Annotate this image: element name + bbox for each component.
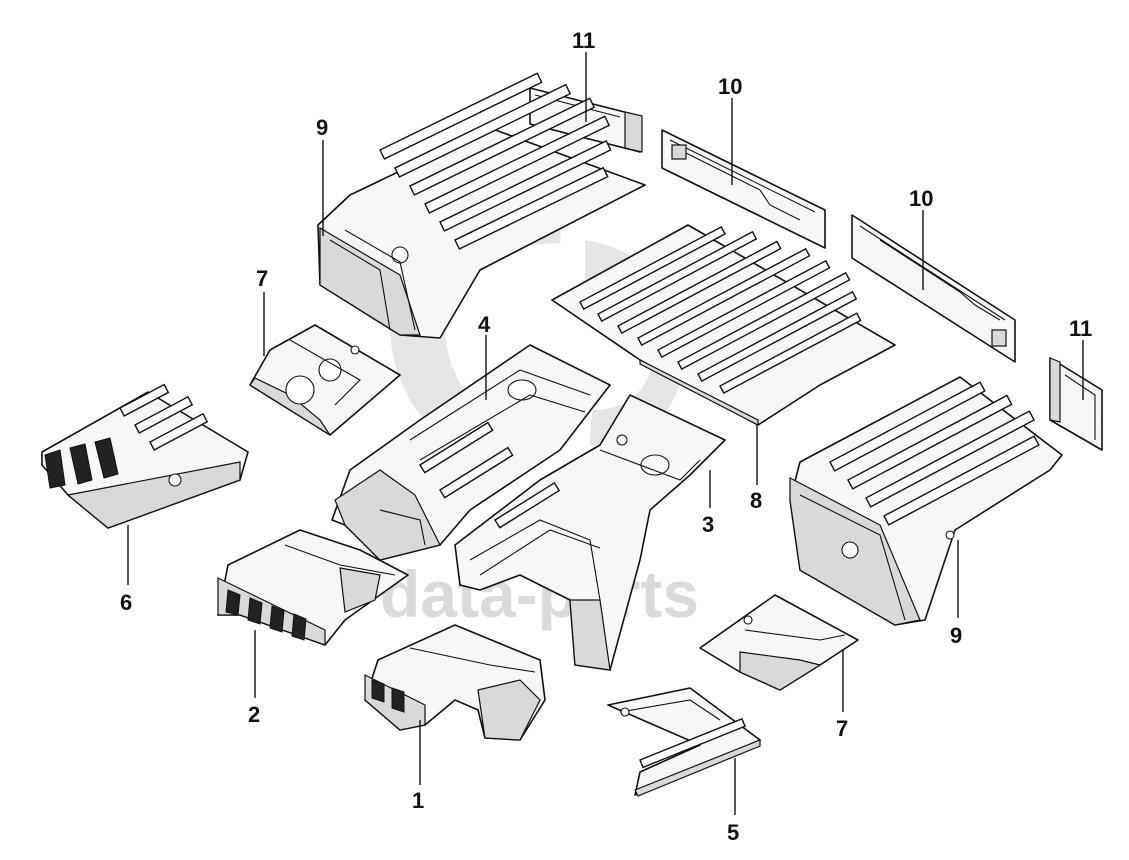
- part-9-left: [317, 72, 646, 339]
- callout-11b: 11: [1069, 316, 1092, 341]
- callout-7a: 7: [256, 266, 268, 291]
- callout-leaders: [127, 52, 1084, 815]
- callout-1: 1: [412, 788, 424, 813]
- callout-10a: 10: [718, 74, 742, 99]
- part-3: [454, 394, 726, 671]
- part-4: [331, 344, 611, 561]
- part-10-lower: [851, 214, 1016, 363]
- callout-10b: 10: [909, 186, 933, 211]
- part-9-right: [789, 376, 1063, 626]
- part-11-right: [1049, 357, 1103, 451]
- part-6: [41, 383, 249, 529]
- part-7-left: [249, 324, 401, 436]
- part-1: [364, 624, 546, 741]
- callout-9a: 9: [316, 115, 328, 140]
- part-7-right: [699, 594, 859, 691]
- part-5: [607, 687, 761, 797]
- part-8: [551, 224, 896, 426]
- callout-labels: 1 2 3 4 5 6 7 7 8 9 9 10 10 11 11: [120, 28, 1092, 845]
- callout-4: 4: [478, 312, 491, 337]
- callout-9b: 9: [950, 623, 962, 648]
- callout-5: 5: [727, 820, 739, 845]
- callout-7b: 7: [836, 716, 848, 741]
- part-2: [217, 529, 409, 646]
- callout-3: 3: [702, 512, 714, 537]
- callout-6: 6: [120, 590, 132, 615]
- callout-2: 2: [248, 702, 260, 727]
- part-10-upper: [661, 129, 826, 249]
- callout-11a: 11: [572, 28, 595, 53]
- callout-8: 8: [750, 488, 762, 513]
